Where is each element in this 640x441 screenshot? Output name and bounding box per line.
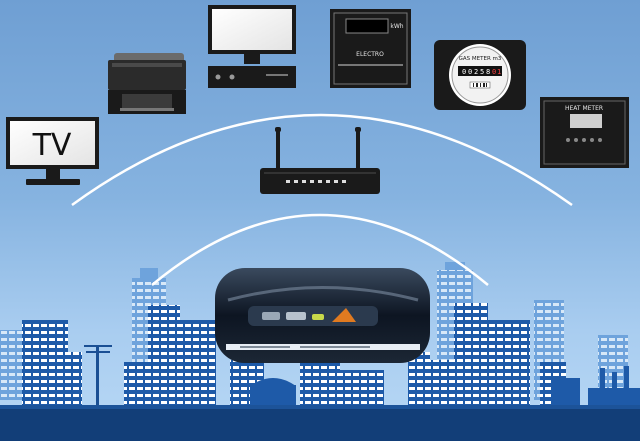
connection-arc-outer [71, 113, 573, 207]
svg-text:0: 0 [462, 68, 466, 76]
connection-arc-inner [151, 213, 489, 286]
printer-icon [108, 53, 186, 114]
router-icon [260, 127, 380, 194]
svg-text:5: 5 [480, 68, 484, 76]
heat-meter-icon: HEAT METER [540, 97, 629, 168]
smart-hub-icon [215, 268, 430, 363]
electric-meter-unit: kWh [390, 23, 403, 30]
skyline-front [22, 303, 640, 405]
electric-meter-icon: kWh ELECTRO [330, 9, 411, 88]
tv-label: TV [32, 128, 72, 163]
tv-icon: TV [6, 117, 99, 185]
ground [0, 405, 640, 441]
gas-meter-icon: GAS METER m3 0 0 2 5 8 0 1 [434, 40, 526, 110]
electric-meter-label: ELECTRO [356, 51, 384, 58]
gas-meter-digits: 0 0 2 5 8 0 1 [462, 68, 501, 76]
computer-icon [208, 5, 296, 88]
gas-meter-title: GAS METER m3 [459, 56, 502, 62]
svg-text:1: 1 [497, 68, 501, 76]
svg-text:2: 2 [474, 68, 478, 76]
svg-text:0: 0 [468, 68, 472, 76]
svg-text:8: 8 [486, 68, 490, 76]
heat-meter-label: HEAT METER [565, 105, 603, 112]
svg-text:0: 0 [492, 68, 496, 76]
